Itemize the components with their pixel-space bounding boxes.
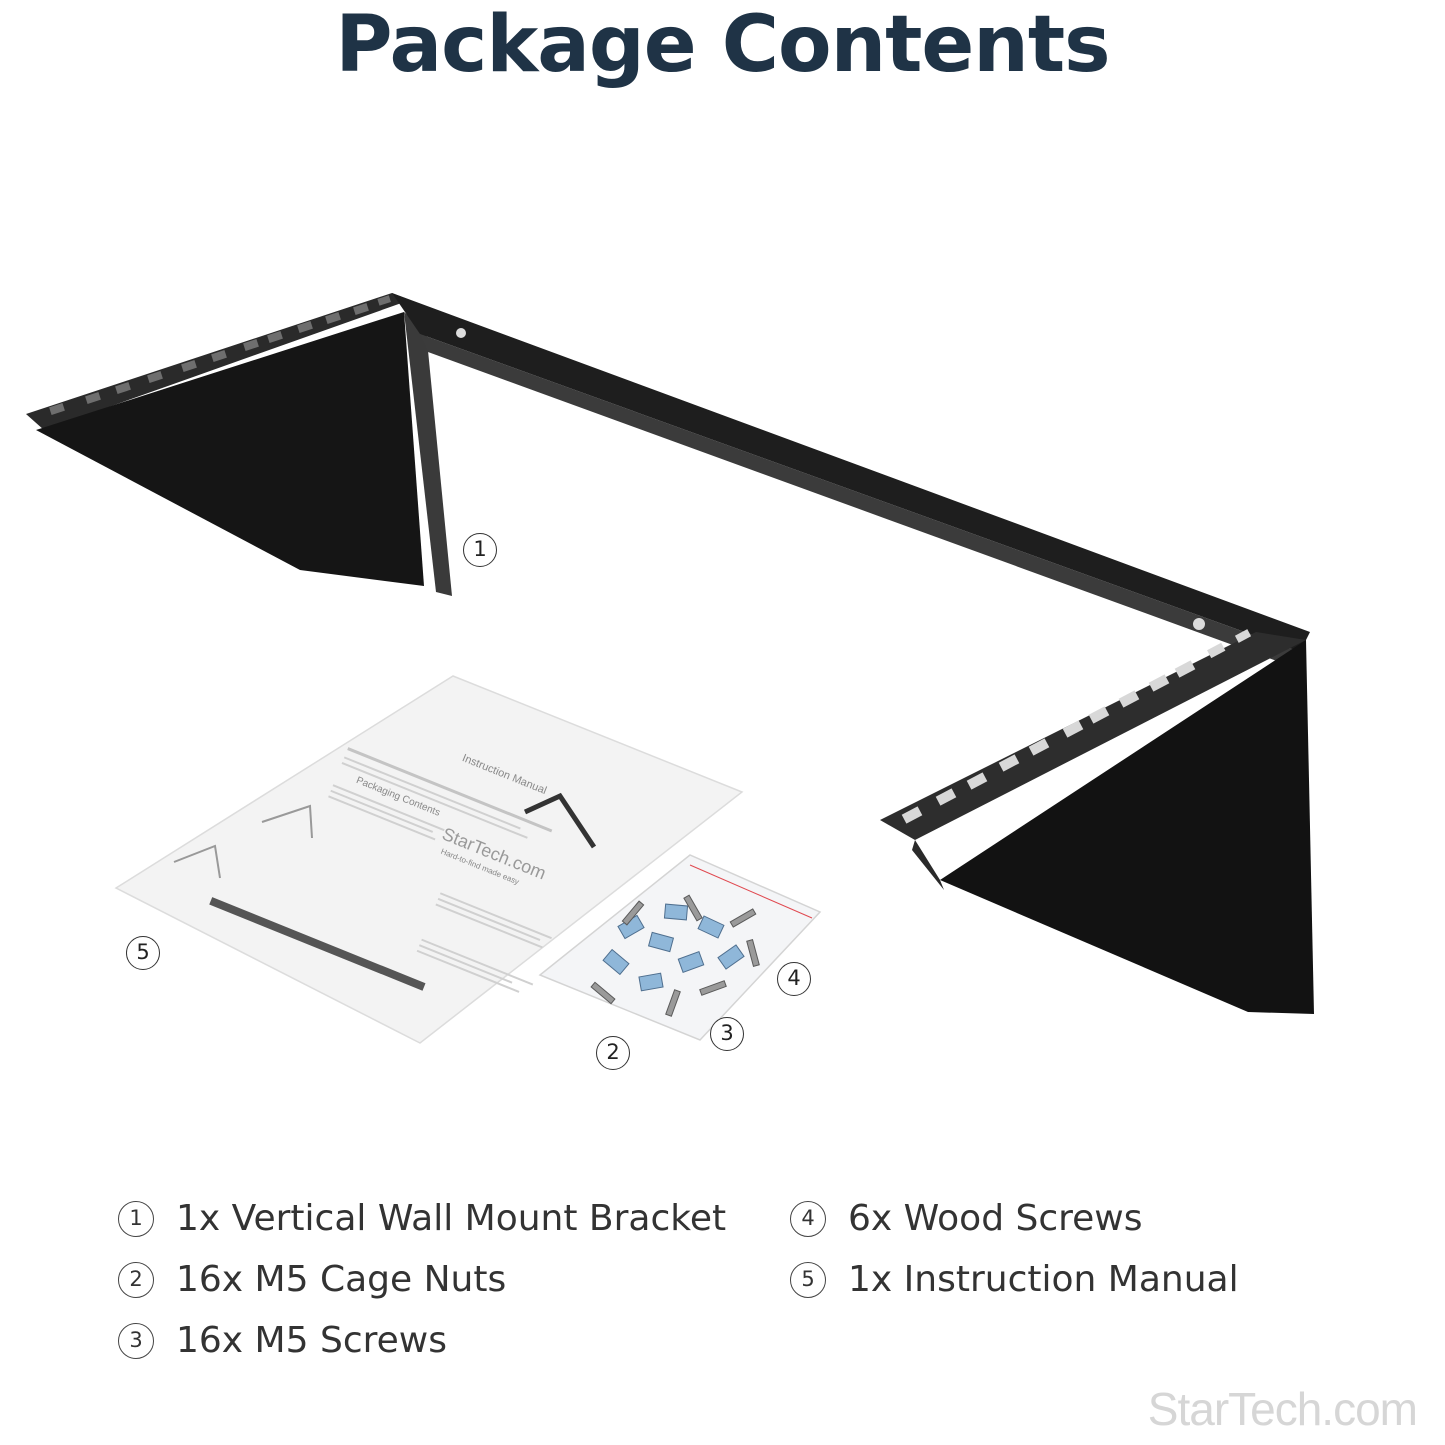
left-rack-holes bbox=[49, 295, 391, 415]
brand-watermark: StarTech.com bbox=[1147, 1383, 1418, 1435]
back-rail bbox=[392, 293, 1310, 652]
right-rack-holes bbox=[901, 629, 1252, 824]
right-flange-top bbox=[880, 632, 1306, 840]
page-title: Package Contents bbox=[335, 0, 1110, 90]
left-edge bbox=[404, 312, 452, 596]
legend-text-5: 1x Instruction Manual bbox=[848, 1259, 1239, 1300]
legend-item-3: 3 16x M5 Screws bbox=[118, 1320, 447, 1361]
legend-text-4: 6x Wood Screws bbox=[848, 1198, 1143, 1239]
back-rail-inner bbox=[420, 334, 1300, 668]
callout-1: 1 bbox=[463, 533, 497, 567]
legend-number-1: 1 bbox=[118, 1200, 154, 1237]
legend-number-2: 2 bbox=[118, 1261, 154, 1298]
right-side-panel bbox=[940, 640, 1314, 1014]
left-side-panel bbox=[36, 312, 424, 586]
legend-number-4: 4 bbox=[790, 1200, 826, 1237]
callout-3: 3 bbox=[710, 1017, 744, 1051]
legend-text-1: 1x Vertical Wall Mount Bracket bbox=[176, 1198, 727, 1239]
instruction-manual: Instruction Manual StarTech.com Hard-to-… bbox=[114, 675, 744, 1044]
callout-5: 5 bbox=[126, 936, 160, 970]
legend-item-2: 2 16x M5 Cage Nuts bbox=[118, 1259, 506, 1300]
left-flange-top bbox=[26, 293, 410, 430]
legend-number-5: 5 bbox=[790, 1261, 826, 1298]
legend-text-3: 16x M5 Screws bbox=[176, 1320, 447, 1361]
hardware-bag bbox=[538, 854, 822, 1041]
callout-2: 2 bbox=[596, 1036, 630, 1070]
right-flange-fold bbox=[912, 840, 944, 890]
callout-4: 4 bbox=[777, 962, 811, 996]
legend-item-5: 5 1x Instruction Manual bbox=[790, 1259, 1239, 1300]
legend-item-4: 4 6x Wood Screws bbox=[790, 1198, 1143, 1239]
wall-mount-bracket bbox=[26, 293, 1314, 1014]
legend-item-1: 1 1x Vertical Wall Mount Bracket bbox=[118, 1198, 726, 1239]
legend-number-3: 3 bbox=[118, 1322, 154, 1359]
legend-text-2: 16x M5 Cage Nuts bbox=[176, 1259, 507, 1300]
